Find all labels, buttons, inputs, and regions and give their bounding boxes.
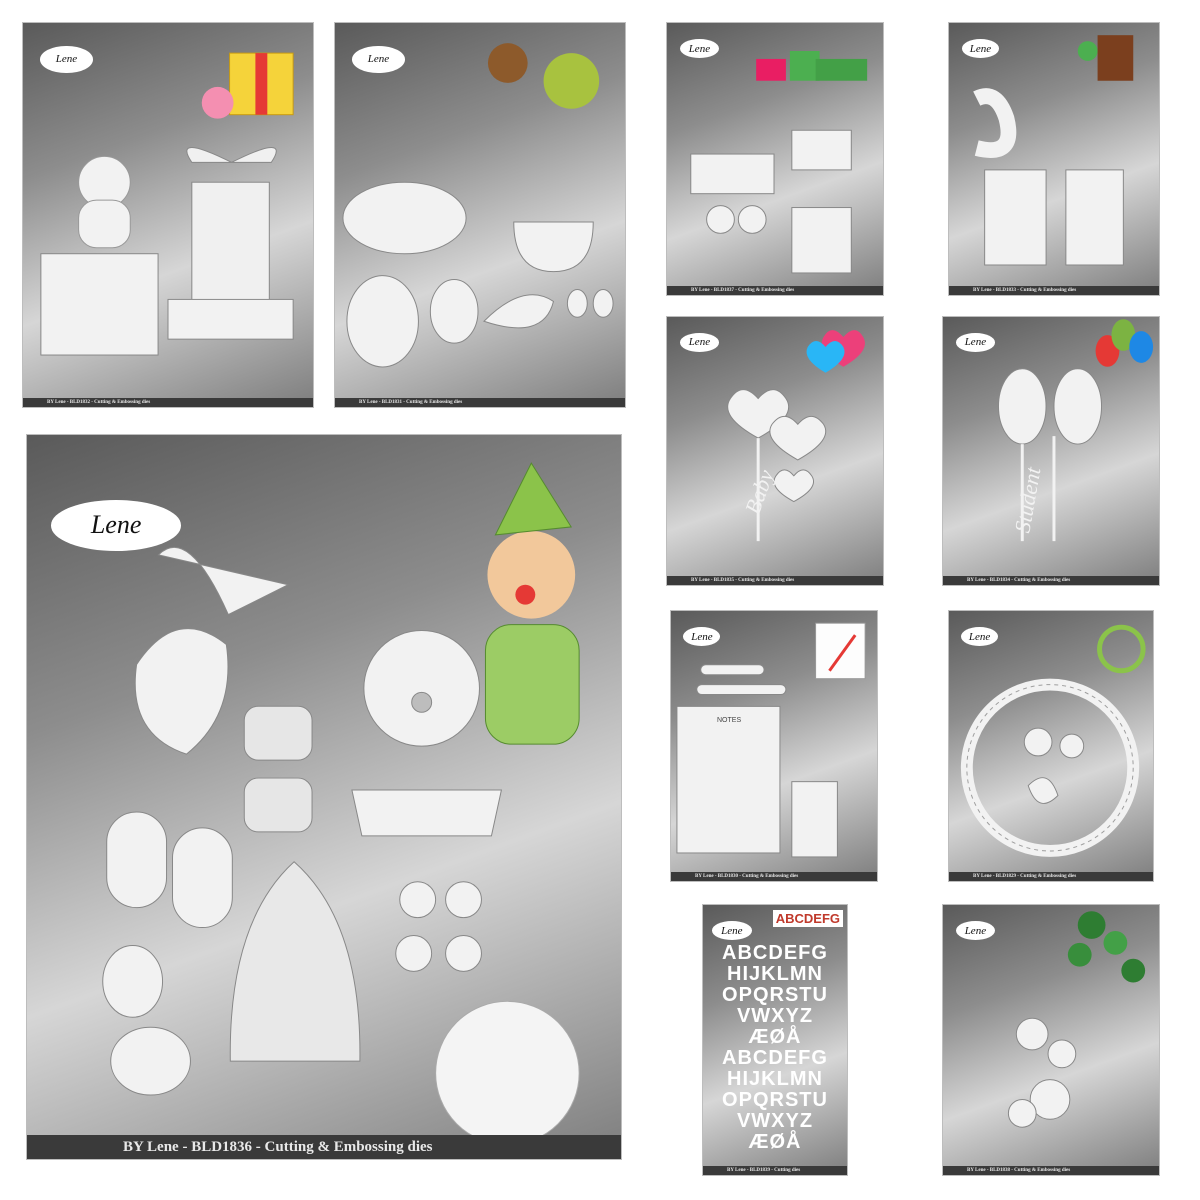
product-footer: BY Lene - BLD1829 - Cutting & Embossing … bbox=[949, 872, 1153, 881]
alphabet-row: OPQRSTU bbox=[722, 1089, 828, 1111]
brand-logo: Lene bbox=[352, 46, 405, 73]
die-shapes-illustration bbox=[40, 52, 294, 356]
product-card-bld1836[interactable]: Lene BY Lene - BLD1836 - Cutting & Embos… bbox=[26, 434, 622, 1160]
die-shapes-illustration bbox=[973, 35, 1134, 266]
brand-logo: Lene bbox=[40, 46, 93, 73]
alphabet-row: OPQRSTU bbox=[722, 984, 828, 1006]
product-card-bld1834[interactable]: Lene Student BY Lene - BLD1834 - Cutting… bbox=[942, 316, 1160, 586]
product-card-bld1839[interactable]: Lene ABCDEFG ABCDEFG HIJKLMN OPQRSTU VWX… bbox=[702, 904, 848, 1176]
alphabet-row: VWXYZ bbox=[736, 1110, 814, 1132]
alphabet-rows: ABCDEFG HIJKLMN OPQRSTU VWXYZ ÆØÅ ABCDEF… bbox=[703, 943, 847, 1153]
die-shapes-illustration bbox=[960, 624, 1146, 857]
product-card-bld1831[interactable]: Lene BY Lene - BLD1831 - Cutting & Embos… bbox=[334, 22, 626, 408]
product-footer: BY Lene - BLD1837 - Cutting & Embossing … bbox=[667, 286, 883, 295]
brand-logo: Lene bbox=[679, 39, 719, 59]
alphabet-row: HIJKLMN bbox=[727, 1068, 823, 1090]
brand-logo: Lene bbox=[961, 39, 1000, 59]
die-shapes-illustration bbox=[1007, 911, 1146, 1128]
die-shapes-illustration bbox=[727, 330, 865, 542]
product-card-bld1835[interactable]: Lene Baby BY Lene - BLD1835 - Cutting & … bbox=[666, 316, 884, 586]
brand-logo: Lene bbox=[711, 921, 752, 941]
brand-logo: Lene bbox=[679, 333, 719, 352]
product-footer: BY Lene - BLD1832 - Cutting & Embossing … bbox=[23, 398, 313, 407]
product-footer: BY Lene - BLD1838 - Cutting & Embossing … bbox=[943, 1166, 1159, 1175]
die-shapes-illustration bbox=[997, 319, 1154, 542]
product-card-bld1838[interactable]: Lene BY Lene - BLD1838 - Cutting & Embos… bbox=[942, 904, 1160, 1176]
product-card-bld1829[interactable]: Lene BY Lene - BLD1829 - Cutting & Embos… bbox=[948, 610, 1154, 882]
alphabet-row: ÆØÅ bbox=[748, 1026, 802, 1048]
die-shapes-illustration bbox=[690, 51, 868, 274]
alphabet-row: VWXYZ bbox=[736, 1005, 814, 1027]
product-footer: BY Lene - BLD1830 - Cutting & Embossing … bbox=[671, 872, 877, 881]
brand-logo: Lene bbox=[955, 333, 995, 352]
brand-logo: Lene bbox=[683, 627, 721, 647]
product-footer: BY Lene - BLD1836 - Cutting & Embossing … bbox=[27, 1135, 621, 1159]
alphabet-row: HIJKLMN bbox=[727, 963, 823, 985]
die-shapes-illustration bbox=[342, 43, 614, 368]
alphabet-row: ÆØÅ bbox=[748, 1131, 802, 1153]
product-card-bld1833[interactable]: Lene BY Lene - BLD1833 - Cutting & Embos… bbox=[948, 22, 1160, 296]
notes-label: NOTES bbox=[717, 717, 742, 724]
alphabet-header: ABCDEFG bbox=[772, 910, 843, 927]
product-card-bld1830[interactable]: Lene NOTES BY Lene - BLD1830 - Cutting &… bbox=[670, 610, 878, 882]
product-card-bld1837[interactable]: Lene BY Lene - BLD1837 - Cutting & Embos… bbox=[666, 22, 884, 296]
product-footer: BY Lene - BLD1831 - Cutting & Embossing … bbox=[335, 398, 625, 407]
die-shapes-illustration bbox=[676, 622, 866, 858]
alphabet-row: ABCDEFG bbox=[722, 942, 828, 964]
brand-logo: Lene bbox=[955, 921, 995, 941]
product-footer: BY Lene - BLD1833 - Cutting & Embossing … bbox=[949, 286, 1159, 295]
product-footer: BY Lene - BLD1839 - Cutting dies bbox=[703, 1166, 847, 1175]
alphabet-row: ABCDEFG bbox=[722, 1047, 828, 1069]
brand-logo: Lene bbox=[50, 500, 182, 551]
product-footer: BY Lene - BLD1834 - Cutting & Embossing … bbox=[943, 576, 1159, 585]
brand-logo: Lene bbox=[961, 627, 998, 647]
die-shapes-illustration bbox=[102, 462, 580, 1146]
product-footer: BY Lene - BLD1835 - Cutting & Embossing … bbox=[667, 576, 883, 585]
product-card-bld1832[interactable]: Lene BY Lene - BLD1832 - Cutting & Embos… bbox=[22, 22, 314, 408]
